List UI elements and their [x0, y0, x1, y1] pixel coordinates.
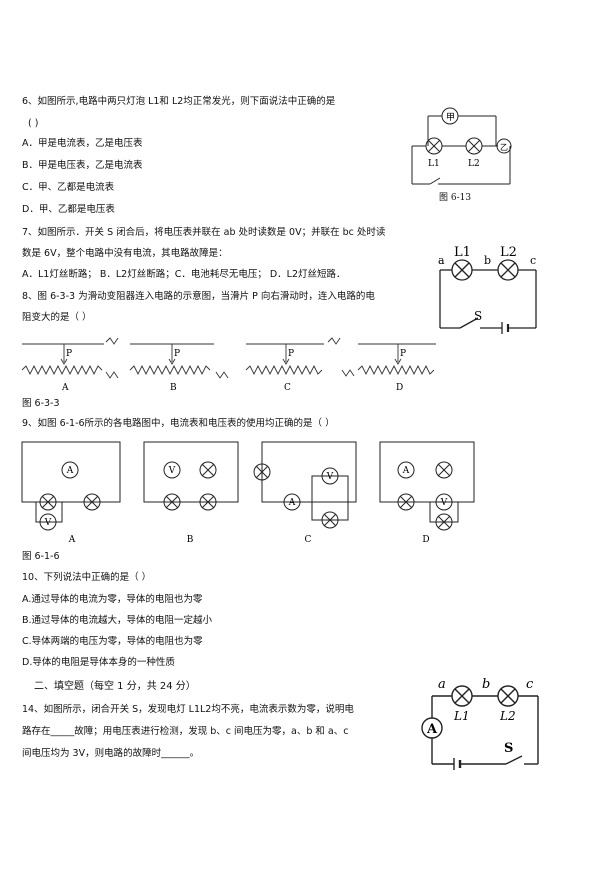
q10-option-c: C.导体两端的电压为零，导体的电阻也为零	[22, 636, 203, 647]
q6-meter-yi: 乙	[500, 143, 508, 152]
q7-label-l1: L1	[454, 245, 471, 260]
q6-option-a: A．甲是电流表，乙是电压表	[22, 138, 143, 149]
q9-a-ammeter: A	[66, 466, 74, 476]
q6-option-b: B．甲是电压表，乙是电流表	[22, 160, 143, 171]
q8-slider-label-d: P	[400, 349, 406, 359]
q10-option-a: A.通过导体的电流为零，导体的电阻也为零	[22, 594, 203, 605]
q14-label-s: S	[504, 741, 513, 756]
q10-option-d: D.导体的电阻是导体本身的一种性质	[22, 657, 175, 668]
q8-stem-line1: 8、图 6-3-3 为滑动变阻器连入电路的示意图，当滑片 P 向右滑动时，连入电…	[22, 291, 375, 302]
q14-stem-line2: 路存在_____故障；用电压表进行检测，发现 b、c 间电压为零，a、b 和 a…	[22, 726, 349, 737]
q7-point-b: b	[484, 254, 491, 267]
q14-label-l1: L1	[453, 709, 470, 723]
q9-c-voltmeter: V	[326, 472, 334, 482]
q9-b-voltmeter: V	[168, 466, 176, 476]
q9-c-ammeter: A	[288, 498, 296, 508]
q8-stem-line2: 阻变大的是（ ）	[22, 312, 92, 323]
q9-d-ammeter: A	[402, 466, 410, 476]
q14-stem-line1: 14、如图所示，闭合开关 S，发现电灯 L1L2均不亮，电流表示数为零，说明电	[22, 704, 354, 715]
q7-point-a: a	[438, 254, 445, 267]
q14-ammeter-label: A	[426, 722, 438, 737]
q9-letter-d: D	[422, 535, 429, 545]
q14-point-b: b	[482, 677, 490, 692]
q8-letter-c: C	[284, 383, 291, 393]
q8-slider-label-b: P	[174, 349, 180, 359]
q7-stem-line2: 数是 6V，整个电路中没有电流，其电路故障是：	[22, 248, 228, 259]
q14-label-l2: L2	[499, 709, 516, 723]
q9-circuit-figures: A V V A V A V A B C D	[21, 441, 475, 545]
q6-circuit-figure: 甲 乙 L1 L2	[411, 107, 512, 185]
q8-slider-label-c: P	[288, 349, 294, 359]
q6-stem: 6、如图所示,电路中两只灯泡 L1和 L2均正常发光，则下面说法中正确的是	[22, 96, 336, 107]
q8-rheostat-figures: P P P P A B C D	[21, 337, 436, 393]
q14-stem-line3: 间电压均为 3V，则电路的故障时______。	[22, 748, 200, 759]
q14-point-a: a	[438, 677, 446, 692]
q8-letter-b: B	[170, 383, 177, 393]
q14-point-c: c	[526, 677, 534, 692]
q7-label-s: S	[474, 309, 482, 323]
q6-label-l2: L2	[468, 159, 480, 169]
q9-stem: 9、如图 6-1-6所示的各电路图中，电流表和电压表的使用均正确的是（ ）	[22, 418, 335, 429]
q10-option-b: B.通过导体的电流越大，导体的电阻一定越小	[22, 615, 213, 626]
q9-letter-c: C	[305, 535, 312, 545]
q7-stem-line1: 7、如图所示．开关 S 闭合后，将电压表并联在 ab 处时读数是 0V；并联在 …	[22, 227, 386, 238]
q6-figure-caption: 图 6-13	[439, 193, 472, 203]
q7-options: A．L1灯丝断路； B．L2灯丝断路；C．电池耗尽无电压； D．L2灯丝短路．	[22, 269, 346, 280]
q7-point-c: c	[530, 254, 536, 267]
q6-answer-blank: ( )	[28, 118, 39, 129]
q8-letter-d: D	[396, 383, 403, 393]
q9-figure-caption: 图 6-1-6	[22, 551, 60, 562]
q10-stem: 10、下列说法中正确的是（ ）	[22, 572, 152, 583]
q6-option-d: D．甲、乙都是电压表	[22, 204, 115, 215]
q8-slider-label-a: P	[66, 349, 72, 359]
q6-meter-jia: 甲	[446, 112, 455, 123]
q14-circuit-figure: A a b c L1 L2 S	[421, 677, 539, 770]
q6-label-l1: L1	[428, 159, 440, 169]
q9-a-voltmeter: V	[44, 518, 52, 528]
q7-label-l2: L2	[500, 245, 517, 260]
q9-d-voltmeter: V	[440, 498, 448, 508]
q9-letter-a: A	[68, 535, 76, 545]
q9-letter-b: B	[187, 535, 194, 545]
q8-letter-a: A	[61, 383, 69, 393]
section-fill-blank-title: 二、填空题（每空 1 分，共 24 分）	[34, 681, 196, 692]
q7-circuit-figure: a b c L1 L2 S	[438, 245, 537, 334]
q8-figure-caption: 图 6-3-3	[22, 398, 60, 409]
q6-option-c: C．甲、乙都是电流表	[22, 182, 115, 193]
